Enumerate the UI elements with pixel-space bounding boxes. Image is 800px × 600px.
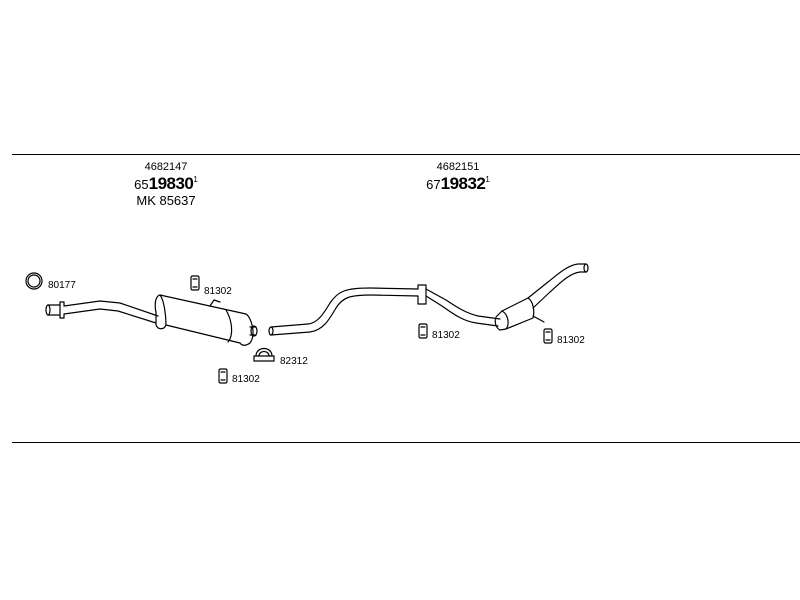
hanger-mid-label: 81302	[432, 330, 460, 341]
hanger-top-label: 81302	[204, 286, 232, 297]
rear-section-labels: 4682151 67198321	[408, 161, 508, 193]
hanger-mid-icon	[418, 323, 428, 339]
clamp-label: 82312	[280, 356, 308, 367]
front-pipe	[45, 300, 159, 324]
rear-muffler	[494, 263, 589, 331]
clamp-icon	[253, 347, 275, 362]
front-section-labels: 4682147 65198301 MK 85637	[118, 161, 214, 208]
hanger-top-icon	[190, 275, 200, 291]
hanger-bottom-icon	[218, 368, 228, 384]
front-muffler	[154, 294, 258, 346]
bottom-rule	[12, 442, 800, 443]
rear-oe-number: 4682151	[436, 161, 480, 173]
top-rule	[12, 154, 800, 155]
hanger-bottom-label: 81302	[232, 374, 260, 385]
front-mk-number: MK 85637	[136, 193, 196, 208]
ring-gasket-label: 80177	[48, 280, 76, 291]
hanger-right-icon	[543, 328, 553, 344]
middle-pipe	[268, 284, 501, 336]
rear-part-number: 67198321	[426, 174, 490, 193]
hanger-right-label: 81302	[557, 335, 585, 346]
ring-gasket-icon	[25, 272, 43, 290]
front-part-number: 65198301	[134, 174, 198, 193]
front-oe-number: 4682147	[144, 161, 188, 173]
